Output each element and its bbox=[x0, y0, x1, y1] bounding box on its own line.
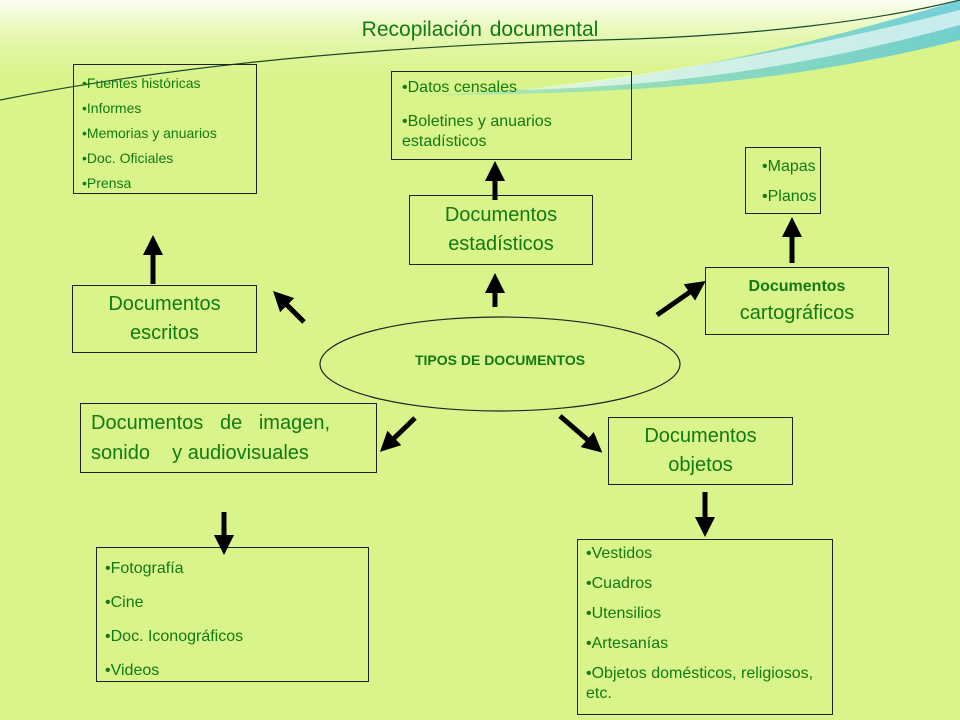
objetos-item: Vestidos bbox=[586, 544, 824, 564]
objetos-item: Cuadros bbox=[586, 574, 824, 594]
estadisticos-item: Boletines y anuarios estadísticos bbox=[402, 112, 621, 152]
escritos-node: Documentos escritos bbox=[72, 285, 257, 353]
estadisticos-label-2: estadísticos bbox=[448, 233, 554, 255]
cartograficos-node: Documentos cartográficos bbox=[705, 267, 889, 335]
objetos-label-2: objetos bbox=[668, 454, 733, 476]
escritos-item: Prensa bbox=[82, 171, 248, 196]
escritos-item: Doc. Oficiales bbox=[82, 146, 248, 171]
center-label: TIPOS DE DOCUMENTOS bbox=[414, 352, 586, 368]
imagen-item: Doc. Iconográficos bbox=[105, 620, 360, 654]
escritos-item: Memorias y anuarios bbox=[82, 121, 248, 146]
page-title: Recopilación documental bbox=[361, 18, 599, 41]
objetos-list-box: Vestidos Cuadros Utensilios Artesanías O… bbox=[577, 539, 833, 715]
imagen-item: Fotografía bbox=[105, 552, 360, 586]
objetos-label-1: Documentos bbox=[644, 425, 757, 447]
estadisticos-list-box: Datos censales Boletines y anuarios esta… bbox=[391, 71, 632, 160]
cartograficos-label-1: Documentos bbox=[748, 278, 846, 295]
escritos-label-1: Documentos bbox=[108, 293, 221, 315]
escritos-label-2: escritos bbox=[130, 322, 199, 344]
objetos-item: Utensilios bbox=[586, 604, 824, 624]
cartograficos-label-2: cartográficos bbox=[739, 302, 855, 324]
estadisticos-item: Datos censales bbox=[402, 78, 621, 98]
imagen-list-box: Fotografía Cine Doc. Iconográficos Video… bbox=[96, 547, 369, 682]
escritos-item: Informes bbox=[82, 96, 248, 121]
imagen-label-1: Documentos de imagen, bbox=[91, 412, 331, 434]
imagen-node: Documentos de imagen, sonido y audiovisu… bbox=[80, 403, 377, 473]
escritos-list-box: Fuentes históricas Informes Memorias y a… bbox=[73, 64, 257, 194]
imagen-label-2: sonido y audiovisuales bbox=[91, 442, 309, 464]
estadisticos-label-1: Documentos bbox=[444, 204, 558, 226]
imagen-item: Cine bbox=[105, 586, 360, 620]
cartograficos-list-box: Mapas Planos bbox=[745, 147, 821, 214]
objetos-item: Objetos domésticos, religiosos, etc. bbox=[586, 664, 824, 704]
escritos-item: Fuentes históricas bbox=[82, 71, 248, 96]
cartograficos-item: Planos bbox=[762, 182, 820, 212]
imagen-item: Videos bbox=[105, 654, 360, 688]
objetos-node: Documentos objetos bbox=[608, 417, 793, 485]
objetos-item: Artesanías bbox=[586, 634, 824, 654]
estadisticos-node: Documentos estadísticos bbox=[409, 195, 593, 265]
cartograficos-item: Mapas bbox=[762, 152, 820, 182]
